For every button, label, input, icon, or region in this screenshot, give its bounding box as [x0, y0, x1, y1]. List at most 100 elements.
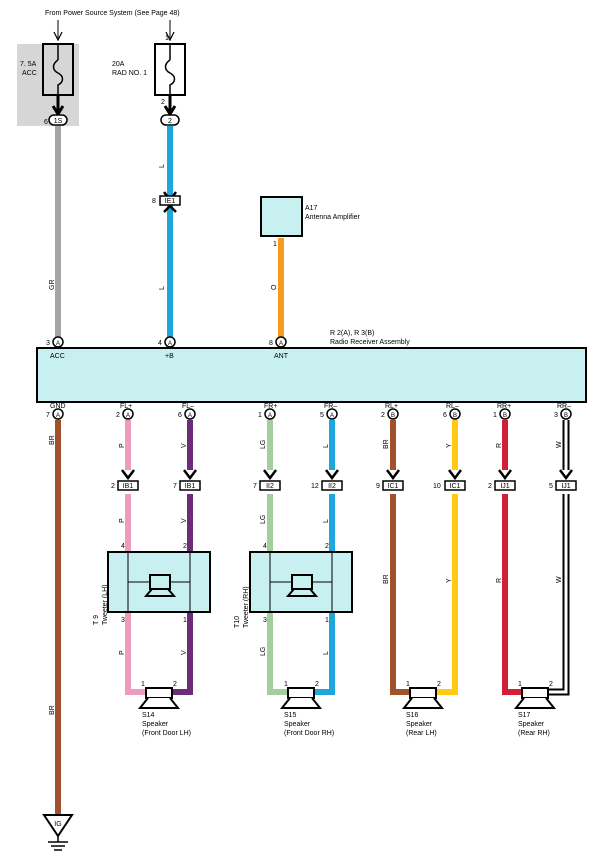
- wire-codes-row1: P V LG L BR Y R W: [119, 439, 563, 449]
- wire-rl-plus-b: [390, 494, 410, 695]
- ground-code: IG: [54, 821, 61, 828]
- svg-text:1: 1: [183, 617, 187, 624]
- power-arrow-rad: [165, 20, 175, 42]
- svg-text:1: 1: [284, 681, 288, 688]
- radio-bottom-pin-letters: A A A A A B B B B: [56, 413, 568, 419]
- fuse-acc-output-arrow: [51, 95, 65, 117]
- radio-name: Radio Receiver Assembly: [330, 339, 410, 346]
- fuse-rad-name: RAD NO. 1: [112, 70, 147, 77]
- svg-text:2: 2: [381, 412, 385, 419]
- speaker-s16-pins: 1 2: [406, 681, 441, 688]
- radio-top-pin-plusb-label: +B: [165, 353, 174, 360]
- svg-text:BR: BR: [383, 574, 390, 584]
- svg-text:3: 3: [554, 412, 558, 419]
- junction-ij1-a-pin: 2: [488, 483, 492, 490]
- speaker-s15-pos: (Front Door RH): [284, 730, 334, 737]
- svg-text:5: 5: [320, 412, 324, 419]
- radio-bottom-label-flm: FL–: [182, 403, 194, 410]
- svg-text:1S: 1S: [54, 118, 63, 125]
- svg-text:V: V: [181, 443, 188, 448]
- radio-bottom-label-frm: FR–: [324, 403, 337, 410]
- radio-top-pin-acc: A: [52, 336, 64, 348]
- fuse-rad-pin-bottom: 2: [161, 99, 165, 106]
- junction-ic1-a: IC1: [382, 469, 404, 491]
- svg-text:7: 7: [46, 412, 50, 419]
- svg-text:IJ1: IJ1: [500, 483, 509, 490]
- svg-text:B: B: [453, 413, 457, 419]
- radio-bottom-label-rrm: RR–: [557, 403, 571, 410]
- wire-code-l2: L: [159, 286, 166, 290]
- svg-text:A: A: [330, 413, 334, 419]
- svg-text:A: A: [279, 341, 283, 347]
- junction-ie1-pin: 8: [152, 198, 156, 205]
- wire-fr-minus-c: [314, 612, 335, 695]
- svg-text:V: V: [181, 518, 188, 523]
- speaker-s15-name: Speaker: [284, 721, 311, 728]
- svg-text:A: A: [268, 413, 272, 419]
- antenna-amp-name: Antenna Amplifier: [305, 214, 361, 221]
- wire-rr-minus-b: [548, 494, 570, 696]
- junction-ie1: IE1: [159, 191, 181, 213]
- svg-text:IB1: IB1: [123, 483, 134, 490]
- radio-bottom-label-frp: FR+: [264, 403, 277, 410]
- svg-text:L: L: [323, 444, 330, 448]
- radio-bottom-pin-numbers: 7 2 6 1 5 2 6 1 3: [46, 412, 558, 419]
- speaker-s17-name: Speaker: [518, 721, 545, 728]
- fuse-rad-rating: 20A: [112, 61, 125, 68]
- speaker-s16: [401, 687, 445, 709]
- speaker-s14-code: S14: [142, 712, 155, 719]
- svg-text:A: A: [188, 413, 192, 419]
- junction-ib1-a: IB1: [117, 469, 139, 491]
- junction-ii2-a: II2: [259, 469, 281, 491]
- junction-ic1-b-pin: 10: [433, 483, 441, 490]
- svg-text:IC1: IC1: [450, 483, 461, 490]
- svg-text:A: A: [126, 413, 130, 419]
- svg-text:LG: LG: [260, 647, 267, 656]
- svg-text:3: 3: [263, 617, 267, 624]
- radio-bottom-label-gnd: GND: [50, 403, 66, 410]
- radio-top-pin-plusb-num: 4: [158, 340, 162, 347]
- fuse-rad-pin-top: 1: [165, 35, 169, 42]
- radio-receiver-box: [36, 347, 587, 403]
- junction-ij1-b: IJ1: [555, 469, 577, 491]
- antenna-amp-pin: 1: [273, 241, 277, 248]
- svg-text:1: 1: [406, 681, 410, 688]
- speaker-s17-pins: 1 2: [518, 681, 553, 688]
- svg-text:P: P: [119, 650, 126, 655]
- wire-code-o: O: [271, 284, 278, 290]
- radio-top-pin-plusb: A: [164, 336, 176, 348]
- radio-bottom-label-rlp: RL+: [385, 403, 398, 410]
- svg-text:3: 3: [121, 617, 125, 624]
- tweeter-rh-name: Tweeter (RH): [243, 586, 250, 628]
- antenna-amplifier-box: [260, 196, 303, 237]
- junction-ii2-a-pin: 7: [253, 483, 257, 490]
- radio-top-pin-ant-num: 8: [269, 340, 273, 347]
- fuse-acc-pin-bottom: 6: [44, 119, 48, 126]
- junction-ij1-a: IJ1: [494, 469, 516, 491]
- speaker-s17-code: S17: [518, 712, 531, 719]
- svg-text:2: 2: [549, 681, 553, 688]
- svg-text:W: W: [556, 441, 563, 448]
- svg-text:V: V: [181, 650, 188, 655]
- fuse-rad-output-arrow: [163, 95, 177, 117]
- junction-ii2-b: II2: [321, 469, 343, 491]
- svg-text:B: B: [391, 413, 395, 419]
- svg-text:P: P: [119, 443, 126, 448]
- svg-text:4: 4: [121, 543, 125, 550]
- tweeter-lh-code: T 9: [93, 615, 100, 625]
- wire-code-l1: L: [159, 164, 166, 168]
- wire-codes-row2: P V LG L BR Y R W: [119, 515, 563, 584]
- svg-text:2: 2: [315, 681, 319, 688]
- junction-ib1-a-pin: 2: [111, 483, 115, 490]
- svg-text:1: 1: [493, 412, 497, 419]
- speaker-s14: [137, 687, 181, 709]
- svg-text:LG: LG: [260, 515, 267, 524]
- tweeter-lh-name: Tweeter (LH): [102, 585, 109, 625]
- tweeter-rh-pins: 4 2 3 1: [263, 543, 329, 624]
- fuse-acc-name: ACC: [22, 70, 37, 77]
- wire-fl-minus-c: [172, 612, 193, 695]
- svg-text:II2: II2: [328, 483, 336, 490]
- junction-ij1-b-pin: 5: [549, 483, 553, 490]
